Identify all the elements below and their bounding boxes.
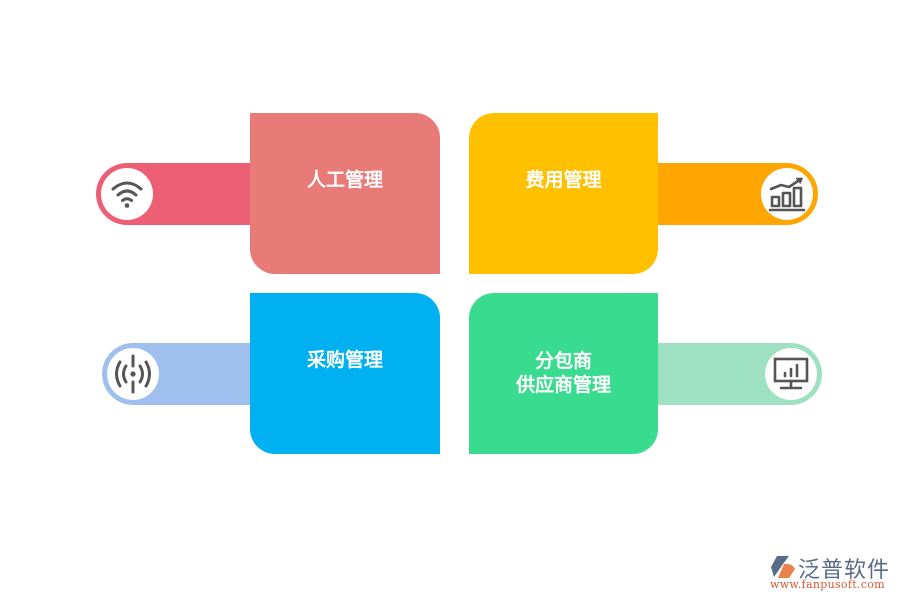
connector-bar-purchase xyxy=(102,343,256,405)
connector-bar-labor xyxy=(96,163,256,225)
tile-expense-management: 费用管理 xyxy=(469,113,658,274)
tile-label: 分包商 供应商管理 xyxy=(515,350,611,396)
logo-mark-icon xyxy=(771,556,795,578)
logo-name: 泛普软件 xyxy=(798,558,891,583)
icon-badge-purchase xyxy=(107,348,159,400)
brand-logo: 泛普软件 www.fanpusoft.com xyxy=(768,552,893,592)
icon-badge-subcontractor xyxy=(765,348,817,400)
wifi-icon xyxy=(111,181,143,208)
connector-bar-expense xyxy=(652,163,818,225)
broadcast-icon xyxy=(115,354,151,394)
tile-label: 采购管理 xyxy=(306,349,383,371)
tile-labor-management: 人工管理 xyxy=(250,113,440,274)
tile-purchase-management: 采购管理 xyxy=(250,293,440,454)
logo-url: www.fanpusoft.com xyxy=(770,578,885,591)
monitor-chart-icon xyxy=(773,357,809,390)
connector-bar-subcontractor xyxy=(652,343,822,405)
tile-subcontractor-management: 分包商 供应商管理 xyxy=(469,293,658,454)
tile-label: 费用管理 xyxy=(525,169,602,191)
tile-label: 人工管理 xyxy=(306,169,383,191)
icon-badge-expense xyxy=(761,168,813,220)
chart-growth-icon xyxy=(768,177,806,212)
icon-badge-labor xyxy=(101,168,153,220)
